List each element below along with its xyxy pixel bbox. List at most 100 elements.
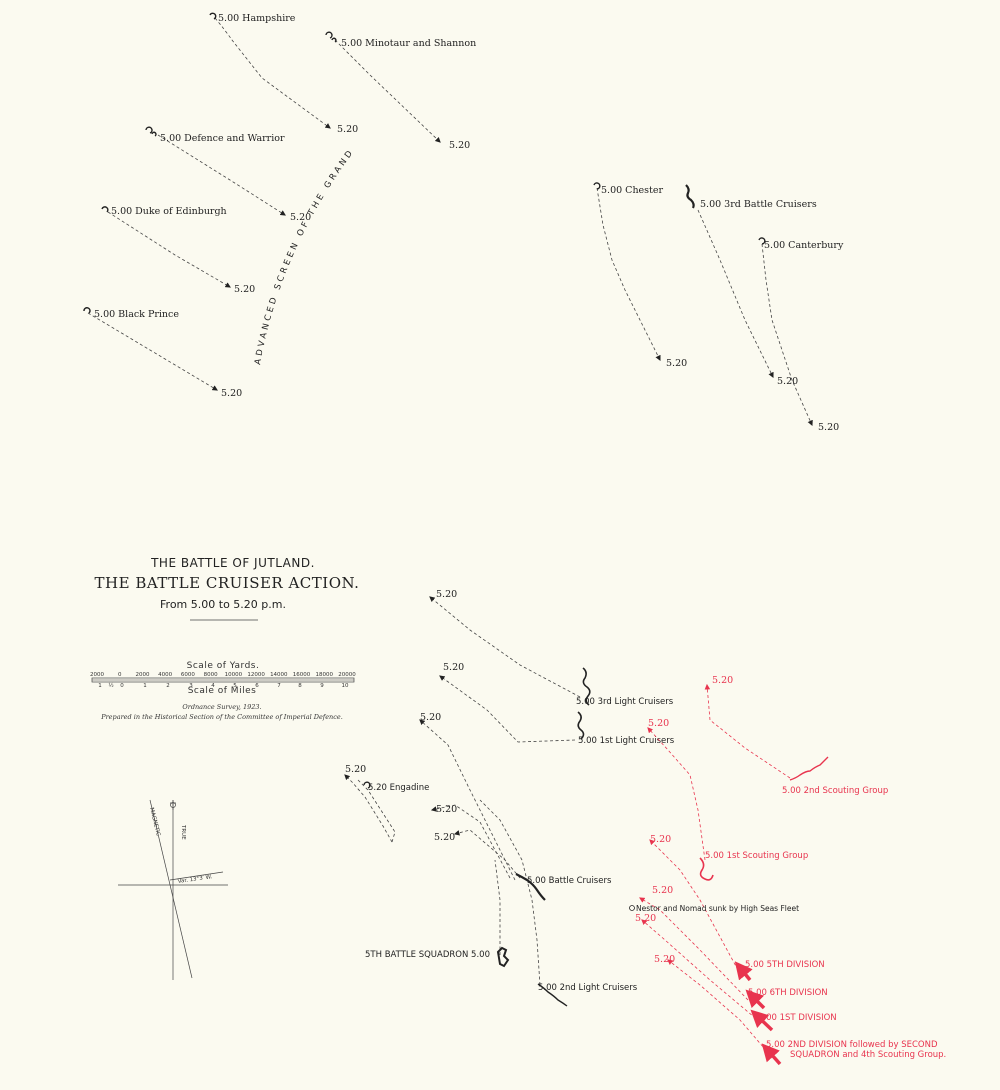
track-chester <box>596 187 661 362</box>
scale-yard-tick: 20000 <box>338 672 356 678</box>
label-engadine-520: 5.20 <box>345 764 366 775</box>
scale-yard-tick: 18000 <box>316 672 334 678</box>
german-ship-glyphs <box>699 756 829 1066</box>
compass-true: TRUE <box>180 824 186 840</box>
credit-survey: Ordnance Survey, 1923. <box>182 703 261 711</box>
scale-yard-tick: 8000 <box>204 672 218 678</box>
label-red-520-a: 5.20 <box>650 834 671 845</box>
scale-mile-tick: 0 <box>120 683 124 689</box>
compass-magnetic: MAGNETIC <box>148 807 161 837</box>
scale-miles-label: Scale of Miles <box>188 686 257 696</box>
label-hampshire: 5.00 Hampshire <box>218 13 296 24</box>
scale-yard-tick: 16000 <box>293 672 311 678</box>
track-6th-division <box>639 897 749 1001</box>
track-5th-division <box>649 839 739 971</box>
ship-glyphs-lower <box>363 667 591 1007</box>
label-1st-division: 5.00 1ST DIVISION <box>758 1013 837 1023</box>
label-minotaur: 5.00 Minotaur and Shannon <box>341 38 476 49</box>
ship-glyphs-upper <box>83 12 766 314</box>
label-bc-520-b: 5.20 <box>436 804 457 815</box>
track-hampshire <box>214 17 331 129</box>
label-red-520-c: 5.20 <box>635 913 656 924</box>
track-3rd-battle-cruisers <box>697 209 774 379</box>
scale-mile-tick: 3 <box>189 683 193 689</box>
scale-yard-tick: 10000 <box>225 672 243 678</box>
label-bc-520-a: 5.20 <box>420 712 441 723</box>
track-1st-scouting-group <box>647 727 706 861</box>
scale-mile-tick: 7 <box>277 683 281 689</box>
label-minotaur-520: 5.20 <box>449 140 470 151</box>
label-nestor: Nestor and Nomad sunk by High Seas Fleet <box>636 904 799 913</box>
track-1st-division <box>641 919 761 1023</box>
label-duke-520: 5.20 <box>234 284 255 295</box>
label-chester-520: 5.20 <box>666 358 687 369</box>
label-black-prince-520: 5.20 <box>221 388 242 399</box>
label-2nd-division-b: SQUADRON and 4th Scouting Group. <box>790 1050 946 1060</box>
label-battle-cruisers: 5.00 Battle Cruisers <box>527 876 612 886</box>
scale-mile-tick: 2 <box>166 683 170 689</box>
credit-prepared: Prepared in the Historical Section of th… <box>100 713 343 721</box>
scale-mile-tick: 4 <box>211 683 215 689</box>
label-black-prince: 5.00 Black Prince <box>94 309 179 320</box>
scale-yard-tick: 2000 <box>135 672 149 678</box>
track-canterbury <box>761 243 813 427</box>
track-battle-cruisers <box>419 719 521 881</box>
label-3rd-light-cruisers: 5.00 3rd Light Cruisers <box>576 697 674 707</box>
label-hampshire-520: 5.20 <box>337 124 358 135</box>
compass-rose <box>118 799 228 980</box>
track-3rd-light-cruisers <box>429 596 581 698</box>
scale-mile-tick: 10 <box>342 683 349 689</box>
label-5th-division: 5.00 5TH DIVISION <box>745 960 825 970</box>
scale-yards-label: Scale of Yards. <box>187 661 260 671</box>
label-bc-520-c: 5.20 <box>434 832 455 843</box>
scale-mile-tick: 6 <box>255 683 259 689</box>
label-chester: 5.00 Chester <box>601 185 663 196</box>
label-3rd-lc-520: 5.20 <box>436 589 457 600</box>
scale-mile-tick: 9 <box>320 683 324 689</box>
scale-yard-tick: 6000 <box>181 672 195 678</box>
scale-mile-tick: ½ <box>108 682 113 689</box>
label-3rd-bc-520: 5.20 <box>777 376 798 387</box>
label-1st-light-cruisers: 5.00 1st Light Cruisers <box>578 736 675 746</box>
track-defence <box>157 134 286 216</box>
label-red-520-d: 5.20 <box>654 954 675 965</box>
title-line2: THE BATTLE CRUISER ACTION. <box>95 574 360 592</box>
track-duke <box>107 211 231 288</box>
label-canterbury-520: 5.20 <box>818 422 839 433</box>
label-5th-battle-squadron: 5TH BATTLE SQUADRON 5.00 <box>365 950 490 960</box>
scale-yard-tick: 14000 <box>270 672 288 678</box>
scale-bar <box>91 677 355 683</box>
scale-mile-tick: 8 <box>298 683 302 689</box>
scale-yard-tick: 4000 <box>158 672 172 678</box>
scale-mile-tick: 5 <box>233 683 237 689</box>
track-1st-light-cruisers <box>439 675 576 743</box>
label-defence-520: 5.20 <box>290 212 311 223</box>
label-1st-lc-520: 5.20 <box>443 662 464 673</box>
compass-variation: Var. 13°3′ W. <box>177 874 213 885</box>
label-2nd-scouting-group: 5.00 2nd Scouting Group <box>782 786 888 796</box>
scale-mile-tick: 1 <box>98 683 102 689</box>
nestor-marker <box>629 905 635 911</box>
track-engadine <box>344 774 396 843</box>
track-2nd-division <box>667 959 771 1056</box>
label-2nd-light-cruisers: 5.00 2nd Light Cruisers <box>538 983 638 993</box>
label-2nd-division-a: 5.00 2ND DIVISION followed by SECOND <box>766 1040 938 1050</box>
label-red-520-b: 5.20 <box>652 885 673 896</box>
label-6th-division: 5.00 6TH DIVISION <box>748 988 828 998</box>
scale-yard-tick: 12000 <box>247 672 265 678</box>
label-1st-scouting-group: 5.00 1st Scouting Group <box>705 851 808 861</box>
track-black-prince <box>87 312 218 391</box>
scale-mile-tick: 1 <box>143 683 147 689</box>
label-defence: 5.00 Defence and Warrior <box>160 133 285 144</box>
label-2nd-sg-520: 5.20 <box>712 675 733 686</box>
label-3rd-battle-cruisers: 5.00 3rd Battle Cruisers <box>700 199 817 210</box>
track-2nd-scouting-group <box>704 683 791 779</box>
title-line3: From 5.00 to 5.20 p.m. <box>160 598 286 611</box>
label-1st-sg-520: 5.20 <box>648 718 669 729</box>
label-canterbury: 5.00 Canterbury <box>764 240 844 251</box>
label-duke: 5.00 Duke of Edinburgh <box>111 206 227 217</box>
label-engadine: 5.20 Engadine <box>368 783 429 793</box>
